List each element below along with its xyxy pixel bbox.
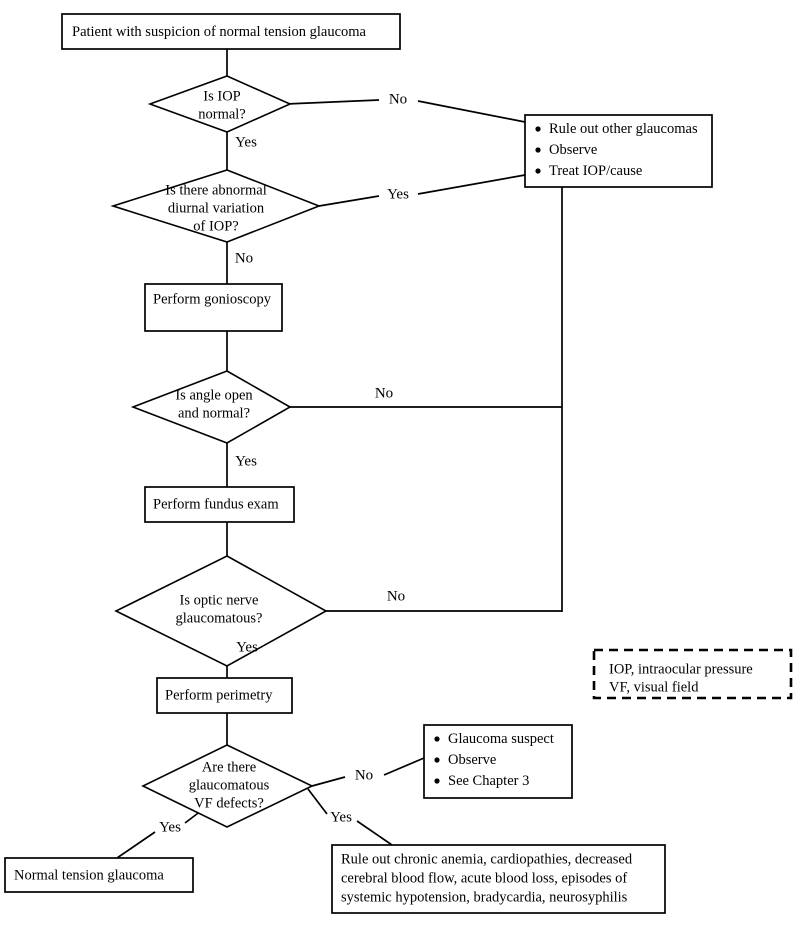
node-decision-nerve[interactable]: Is optic nerve glaucomatous? <box>114 555 328 667</box>
edge-label-vf-yes-left: Yes <box>159 819 181 835</box>
connector-layer <box>116 49 563 859</box>
legend-line-1: IOP, intraocular pressure <box>609 661 753 677</box>
node-diagnosis-box[interactable]: Normal tension glaucoma <box>4 857 194 893</box>
bullet-icon <box>434 778 440 784</box>
suspect-item-1: Glaucoma suspect <box>448 731 554 747</box>
node-systemic-box[interactable]: Rule out chronic anemia, cardiopathies, … <box>331 844 666 914</box>
connector-vf-yes-right-2 <box>356 820 393 846</box>
decision-vf-line3: VF defects? <box>194 795 264 811</box>
connector-vf-yes-right <box>307 788 328 815</box>
decision-vf-line1: Are there <box>202 759 256 775</box>
decision-nerve-shape <box>114 555 328 667</box>
decision-iop-line1: Is IOP <box>203 88 240 104</box>
node-suspect-box[interactable]: Glaucoma suspect Observe See Chapter 3 <box>423 724 573 799</box>
node-decision-angle[interactable]: Is angle open and normal? <box>130 370 292 444</box>
edge-label-diurnal-no: No <box>235 250 253 266</box>
start-box-label: Patient with suspicion of normal tension… <box>72 24 367 40</box>
decision-angle-line2: and normal? <box>178 405 250 421</box>
bullet-icon <box>434 757 440 763</box>
suspect-item-3: See Chapter 3 <box>448 773 529 789</box>
node-decision-vf[interactable]: Are there glaucomatous VF defects? <box>141 744 314 828</box>
edge-label-nerve-yes: Yes <box>236 639 258 655</box>
suspect-rect <box>423 724 573 799</box>
edge-label-angle-yes: Yes <box>235 453 257 469</box>
bullet-icon <box>535 168 541 174</box>
node-fundus[interactable]: Perform fundus exam <box>144 486 295 523</box>
legend-line-2: VF, visual field <box>609 679 699 695</box>
decision-diurnal-shape <box>110 169 322 243</box>
bullet-icon <box>535 126 541 132</box>
ruleout-item-3: Treat IOP/cause <box>549 163 642 179</box>
node-ruleout-box[interactable]: Rule out other glaucomas Observe Treat I… <box>524 114 713 188</box>
legend-rect <box>592 648 793 700</box>
edge-label-iop-yes: Yes <box>235 134 257 150</box>
decision-diurnal-line1: Is there abnormal <box>165 182 266 198</box>
ruleout-item-2: Observe <box>549 142 597 158</box>
systemic-line-3: systemic hypotension, bradycardia, neuro… <box>341 889 628 905</box>
connector-vf-yes-left-2 <box>116 831 156 859</box>
legend-box: IOP, intraocular pressure VF, visual fie… <box>592 648 793 700</box>
ruleout-rect <box>524 114 713 188</box>
suspect-item-2: Observe <box>448 752 496 768</box>
edge-label-vf-yes-right: Yes <box>330 809 352 825</box>
node-decision-diurnal[interactable]: Is there abnormal diurnal variation of I… <box>110 169 322 243</box>
decision-diurnal-line2: diurnal variation <box>168 200 265 216</box>
decision-vf-shape <box>141 744 314 828</box>
bullet-icon <box>535 147 541 153</box>
node-gonioscopy[interactable]: Perform gonioscopy <box>144 283 283 332</box>
decision-nerve-line1: Is optic nerve <box>180 592 259 608</box>
connector-vf-no <box>311 776 346 787</box>
diagnosis-rect <box>4 857 194 893</box>
decision-iop-line2: normal? <box>198 106 246 122</box>
fundus-rect <box>144 486 295 523</box>
gonioscopy-rect <box>144 283 283 332</box>
edge-label-nerve-no: No <box>387 588 405 604</box>
start-box-rect <box>61 13 401 50</box>
node-perimetry[interactable]: Perform perimetry <box>156 677 293 714</box>
diagnosis-label: Normal tension glaucoma <box>14 867 164 883</box>
connector-diurnal-yes <box>318 195 380 207</box>
decision-vf-line2: glaucomatous <box>189 777 270 793</box>
perimetry-label: Perform perimetry <box>165 687 273 703</box>
systemic-line-2: cerebral blood flow, acute blood loss, e… <box>341 870 627 886</box>
gonioscopy-label: Perform gonioscopy <box>153 291 272 307</box>
connector-iop-no-2 <box>417 100 526 123</box>
decision-diurnal-line3: of IOP? <box>193 218 239 234</box>
connector-diurnal-yes-2 <box>417 174 526 195</box>
edge-label-layer: No Yes Yes No No Yes No Yes No Yes Yes <box>159 91 409 835</box>
edge-label-iop-no: No <box>389 91 407 107</box>
decision-nerve-line2: glaucomatous? <box>176 610 263 626</box>
edge-label-diurnal-yes: Yes <box>387 186 409 202</box>
systemic-line-1: Rule out chronic anemia, cardiopathies, … <box>341 851 633 867</box>
decision-angle-shape <box>130 370 292 444</box>
edge-label-angle-no: No <box>375 385 393 401</box>
connector-iop-no <box>285 99 380 105</box>
decision-angle-line1: Is angle open <box>175 387 253 403</box>
perimetry-rect <box>156 677 293 714</box>
node-decision-iop[interactable]: Is IOP normal? <box>147 75 292 133</box>
fundus-label: Perform fundus exam <box>153 496 279 512</box>
systemic-rect <box>331 844 666 914</box>
connector-vf-no-2 <box>383 757 425 776</box>
node-start-box[interactable]: Patient with suspicion of normal tension… <box>61 13 401 50</box>
bullet-icon <box>434 736 440 742</box>
edge-label-vf-no: No <box>355 767 373 783</box>
decision-iop-shape <box>147 75 292 133</box>
ruleout-item-1: Rule out other glaucomas <box>549 121 698 137</box>
